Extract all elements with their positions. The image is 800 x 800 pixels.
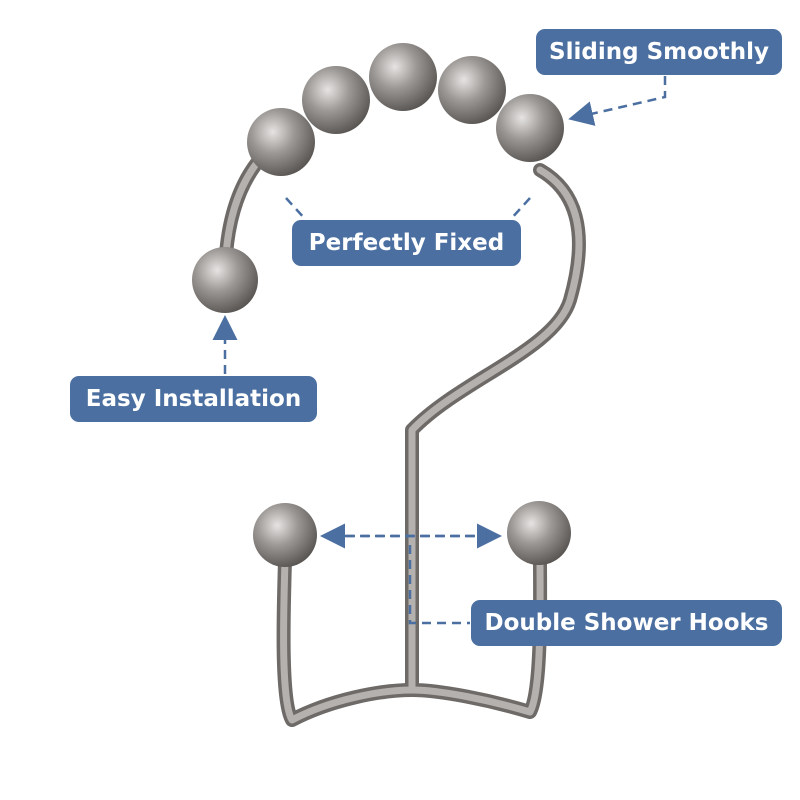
ball (253, 503, 317, 567)
ball (496, 94, 564, 162)
ball (302, 66, 370, 134)
ball (247, 108, 315, 176)
ball (369, 43, 437, 111)
label-easy-installation: Easy Installation (70, 376, 317, 422)
label-double-shower-hooks: Double Shower Hooks (471, 600, 782, 646)
label-perfectly-fixed: Perfectly Fixed (292, 220, 521, 266)
ball (438, 56, 506, 124)
ball (192, 247, 258, 313)
roller-balls (192, 43, 571, 567)
label-sliding-smoothly: Sliding Smoothly (536, 29, 782, 75)
dashed-arrows (212, 76, 667, 625)
ball (507, 501, 571, 565)
hook-wire (218, 133, 586, 727)
